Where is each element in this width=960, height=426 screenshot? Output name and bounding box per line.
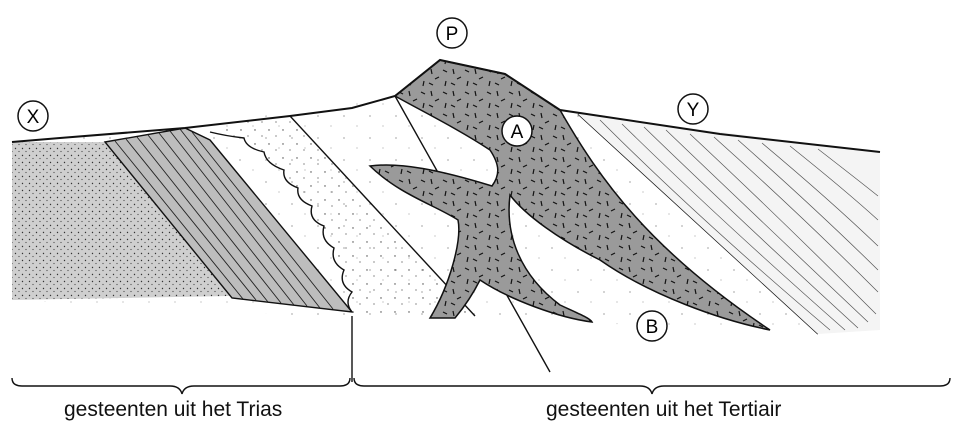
- marker-p: P: [437, 18, 467, 48]
- bracket-trias: [12, 378, 350, 394]
- marker-b-label: B: [646, 317, 659, 338]
- marker-b: B: [637, 311, 667, 341]
- marker-x: X: [18, 101, 48, 131]
- marker-y: Y: [678, 94, 708, 124]
- marker-a: A: [502, 116, 532, 146]
- bracket-tertiair: [354, 378, 950, 394]
- marker-a-label: A: [511, 122, 524, 143]
- label-trias: gesteenten uit het Trias: [64, 398, 282, 422]
- label-tertiair: gesteenten uit het Tertiair: [546, 398, 781, 422]
- marker-p-label: P: [446, 24, 459, 45]
- marker-x-label: X: [27, 107, 40, 128]
- marker-y-label: Y: [687, 100, 700, 121]
